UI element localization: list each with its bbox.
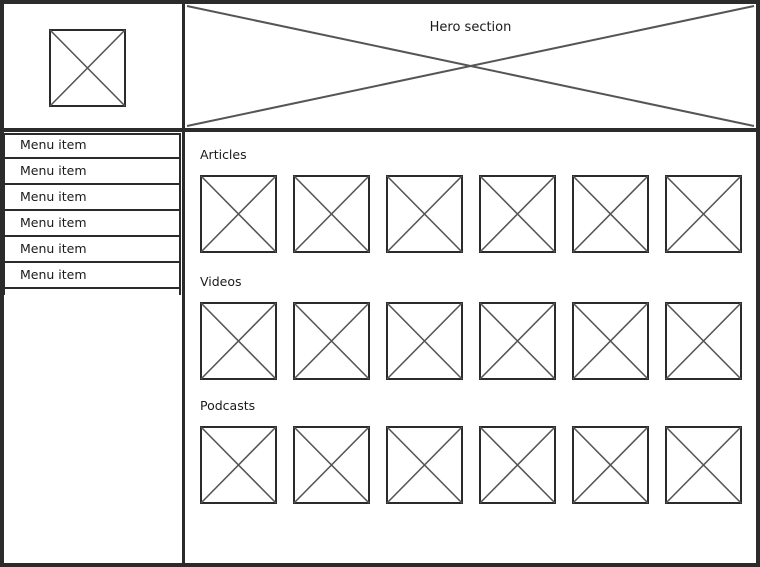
menu-item-label: Menu item <box>20 267 87 282</box>
videos-thumbnail-image-placeholder-icon[interactable] <box>665 302 742 380</box>
sidebar-menu: Menu item Menu item Menu item Menu item … <box>3 133 181 295</box>
articles-thumbnail-image-placeholder-icon[interactable] <box>386 175 463 253</box>
menu-divider <box>5 157 181 159</box>
menu-divider <box>5 209 181 211</box>
menu-item-label: Menu item <box>20 137 87 152</box>
menu-item[interactable]: Menu item <box>5 211 181 237</box>
articles-thumbnail-image-placeholder-icon[interactable] <box>572 175 649 253</box>
podcasts-thumbnail-image-placeholder-icon[interactable] <box>386 426 463 504</box>
podcasts-thumbnail-image-placeholder-icon[interactable] <box>293 426 370 504</box>
logo-image-placeholder-icon[interactable] <box>49 29 126 107</box>
menu-item[interactable]: Menu item <box>5 263 181 289</box>
articles-thumbnail-image-placeholder-icon[interactable] <box>479 175 556 253</box>
hero-section: Hero section <box>183 2 758 130</box>
menu-divider <box>5 261 181 263</box>
articles-thumbnail-image-placeholder-icon[interactable] <box>200 175 277 253</box>
menu-item[interactable]: Menu item <box>5 159 181 185</box>
hero-label: Hero section <box>429 20 512 35</box>
menu-divider <box>5 235 181 237</box>
main-content <box>183 130 758 565</box>
menu-item-label: Menu item <box>20 163 87 178</box>
logo-area <box>2 2 184 130</box>
menu-border <box>3 133 181 295</box>
menu-item[interactable]: Menu item <box>5 185 181 211</box>
menu-item-label: Menu item <box>20 241 87 256</box>
videos-thumbnail-image-placeholder-icon[interactable] <box>200 302 277 380</box>
videos-thumbnail-image-placeholder-icon[interactable] <box>386 302 463 380</box>
menu-item[interactable]: Menu item <box>5 237 181 263</box>
podcasts-thumbnail-image-placeholder-icon[interactable] <box>200 426 277 504</box>
section-title-articles: Articles <box>200 147 247 162</box>
menu-item-label: Menu item <box>20 215 87 230</box>
podcasts-thumbnail-image-placeholder-icon[interactable] <box>665 426 742 504</box>
menu-item[interactable]: Menu item <box>5 133 181 159</box>
videos-thumbnail-image-placeholder-icon[interactable] <box>293 302 370 380</box>
podcasts-thumbnail-image-placeholder-icon[interactable] <box>572 426 649 504</box>
menu-divider <box>5 287 181 289</box>
articles-thumbnail-image-placeholder-icon[interactable] <box>665 175 742 253</box>
menu-divider <box>5 183 181 185</box>
menu-item-label: Menu item <box>20 189 87 204</box>
videos-thumbnail-image-placeholder-icon[interactable] <box>479 302 556 380</box>
section-title-videos: Videos <box>200 274 242 289</box>
hero-image-placeholder-icon <box>185 4 756 128</box>
articles-thumbnail-image-placeholder-icon[interactable] <box>293 175 370 253</box>
videos-thumbnail-image-placeholder-icon[interactable] <box>572 302 649 380</box>
section-title-podcasts: Podcasts <box>200 398 256 413</box>
sidebar <box>2 130 184 565</box>
podcasts-thumbnail-image-placeholder-icon[interactable] <box>479 426 556 504</box>
